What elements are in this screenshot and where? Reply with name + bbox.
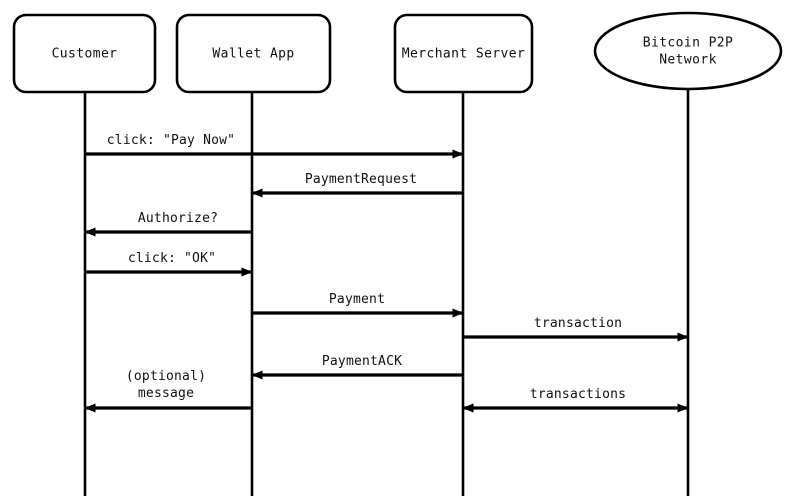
message-label-transaction: transaction: [534, 316, 622, 331]
participant-label-customer: Customer: [52, 46, 118, 61]
lifelines-layer: [83, 89, 690, 496]
message-label-click-pay-now: click: "Pay Now": [107, 133, 235, 148]
participant-label-bitcoin-p2p-network: Bitcoin P2P Network: [643, 35, 734, 67]
participant-label-merchant-server: Merchant Server: [402, 46, 525, 61]
participant-shape-box-merchant-server: [393, 13, 534, 94]
message-label-authorize: Authorize?: [138, 211, 218, 226]
message-label-line: click: "OK": [128, 251, 216, 266]
message-authorize[interactable]: Authorize?: [84, 211, 252, 237]
participants-layer: Customer Wallet App Merchant Server Bitcoin…: [12, 11, 783, 94]
participant-bitcoin-p2p-network[interactable]: Bitcoin P2P Network: [593, 11, 783, 91]
message-label-line: PaymentACK: [322, 354, 402, 369]
participant-shape-ellipse-bitcoin-p2p-network: [593, 11, 783, 91]
message-label-line: Authorize?: [138, 211, 218, 226]
participant-customer[interactable]: Customer: [12, 13, 157, 94]
message-optional-message[interactable]: (optional) message: [84, 369, 252, 413]
participant-label-line: Customer: [52, 46, 118, 61]
message-label-payment-request: PaymentRequest: [305, 172, 417, 187]
messages-layer: click: "Pay Now" PaymentRequestAuthorize?…: [84, 133, 689, 413]
message-label-payment: Payment: [329, 292, 385, 307]
message-transactions[interactable]: transactions: [462, 387, 689, 413]
message-payment-ack[interactable]: PaymentACK: [251, 354, 463, 380]
message-label-optional-message: (optional) message: [126, 369, 206, 401]
message-label-line: click: "Pay Now": [107, 133, 235, 148]
message-label-line: transactions: [530, 387, 626, 402]
participant-shape-box-wallet-app: [175, 13, 332, 94]
participant-label-line: Wallet App: [212, 46, 294, 61]
participant-label-line: Merchant Server: [402, 46, 525, 61]
message-click-pay-now[interactable]: click: "Pay Now": [85, 133, 464, 159]
message-label-line: PaymentRequest: [305, 172, 417, 187]
message-label-line: transaction: [534, 316, 622, 331]
participant-label-line: Network: [659, 52, 717, 67]
message-label-line: message: [138, 386, 194, 401]
message-click-ok[interactable]: click: "OK": [85, 251, 253, 277]
participant-wallet-app[interactable]: Wallet App: [175, 13, 332, 94]
message-label-line: (optional): [126, 369, 206, 384]
message-label-transactions: transactions: [530, 387, 626, 402]
participant-label-line: Bitcoin P2P: [643, 35, 734, 50]
message-transaction[interactable]: transaction: [463, 316, 689, 342]
participant-shape-box-customer: [12, 13, 157, 94]
message-payment[interactable]: Payment: [252, 292, 464, 318]
participant-label-wallet-app: Wallet App: [212, 46, 294, 61]
participant-merchant-server[interactable]: Merchant Server: [393, 13, 534, 94]
message-label-payment-ack: PaymentACK: [322, 354, 402, 369]
message-label-line: Payment: [329, 292, 385, 307]
message-payment-request[interactable]: PaymentRequest: [251, 172, 463, 198]
message-label-click-ok: click: "OK": [128, 251, 216, 266]
